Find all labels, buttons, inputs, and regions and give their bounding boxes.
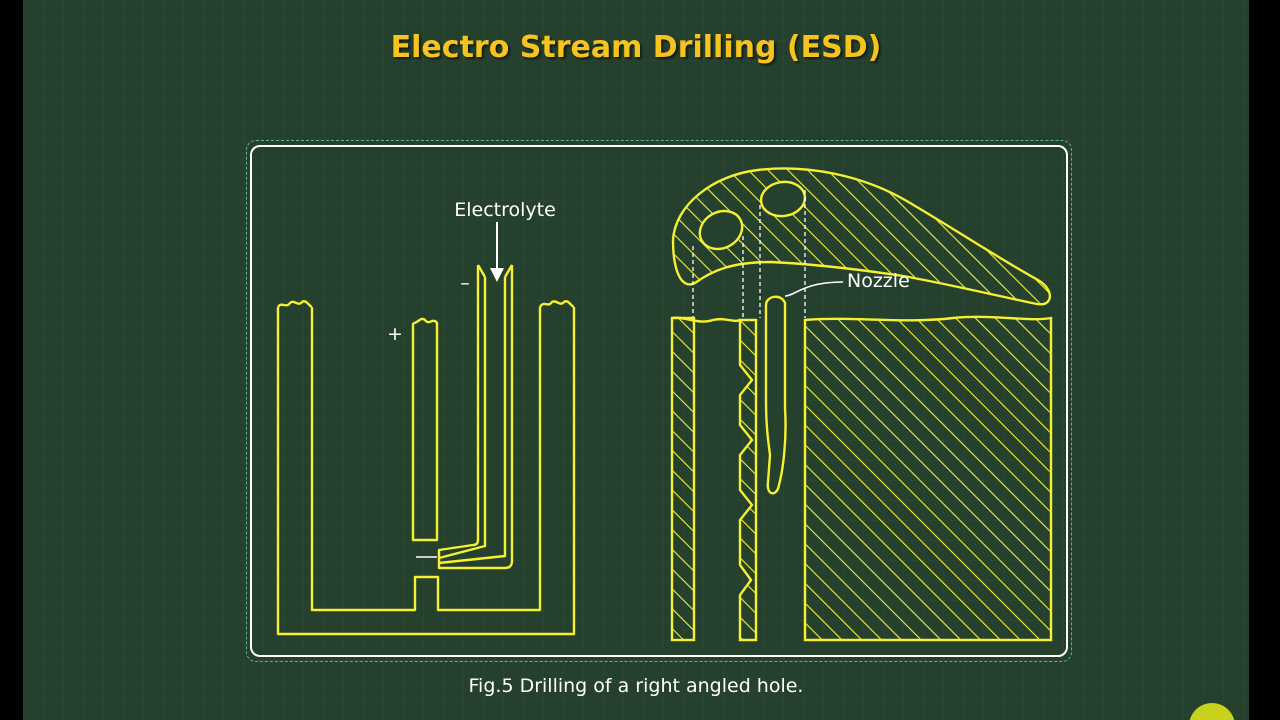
tank-figure [276, 264, 576, 636]
figure-caption: Fig.5 Drilling of a right angled hole. [468, 675, 804, 697]
drilling-nozzle [764, 295, 787, 495]
tank-left-wall-break [277, 300, 313, 309]
cathode-tip-right [503, 264, 514, 278]
esd-diagram: Electrolyte – + Nozzle [276, 167, 1053, 642]
electrolyte-label: Electrolyte [454, 199, 556, 221]
slide-title: Electro Stream Drilling (ESD) [390, 30, 882, 65]
turbine-blade-section [671, 167, 1052, 306]
workpiece-top-edge [671, 316, 741, 323]
plus-terminal-label: + [387, 323, 403, 345]
nozzle-leader-line [784, 281, 844, 297]
workpiece-left-wall [670, 316, 696, 642]
cathode-tube-inner [438, 277, 507, 565]
figure-frame [250, 145, 1068, 657]
cathode-tube-outer [437, 265, 514, 570]
slide-nav-indicator[interactable] [1189, 703, 1235, 720]
minus-terminal-label: – [460, 272, 470, 294]
figure-frame-dashed [246, 140, 1072, 662]
slide: Electro Stream Drilling (ESD) Electrolyt… [23, 0, 1249, 720]
tank-outline [276, 307, 576, 636]
blade-cooling-hole-2 [759, 180, 807, 218]
nozzle-label: Nozzle [847, 270, 910, 292]
electrolyte-arrow-head [490, 268, 504, 282]
workpiece-right-block [803, 315, 1053, 642]
tank-right-wall-break [538, 300, 575, 309]
blade-cooling-hole-1 [698, 209, 744, 251]
workpiece-middle-wall [738, 318, 758, 642]
workpiece-section [670, 295, 1053, 642]
projection-lines [692, 190, 806, 318]
anode-electrode [411, 317, 439, 542]
cathode-tip-left [476, 264, 487, 278]
